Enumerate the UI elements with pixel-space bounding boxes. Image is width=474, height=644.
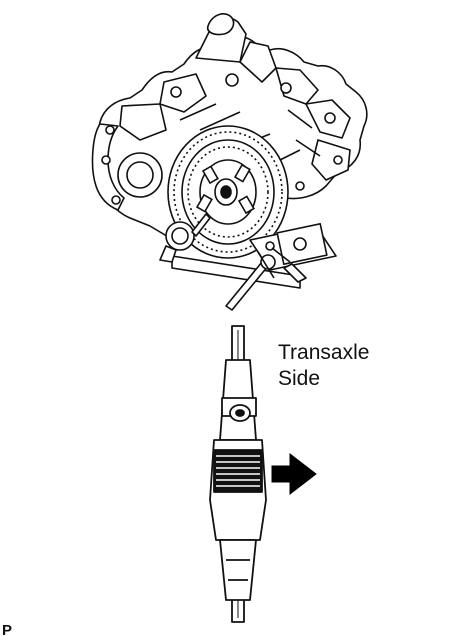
right-arrow-icon bbox=[271, 452, 317, 496]
clutch-disc-cross-section bbox=[209, 325, 267, 623]
transaxle-side-label: Transaxle Side bbox=[278, 340, 369, 392]
clutch-disc bbox=[167, 125, 289, 259]
side-label-line1: Transaxle bbox=[278, 341, 370, 364]
side-label-line2: Side bbox=[278, 367, 321, 390]
figure-code: P bbox=[2, 622, 13, 639]
dial-indicator bbox=[159, 213, 337, 311]
